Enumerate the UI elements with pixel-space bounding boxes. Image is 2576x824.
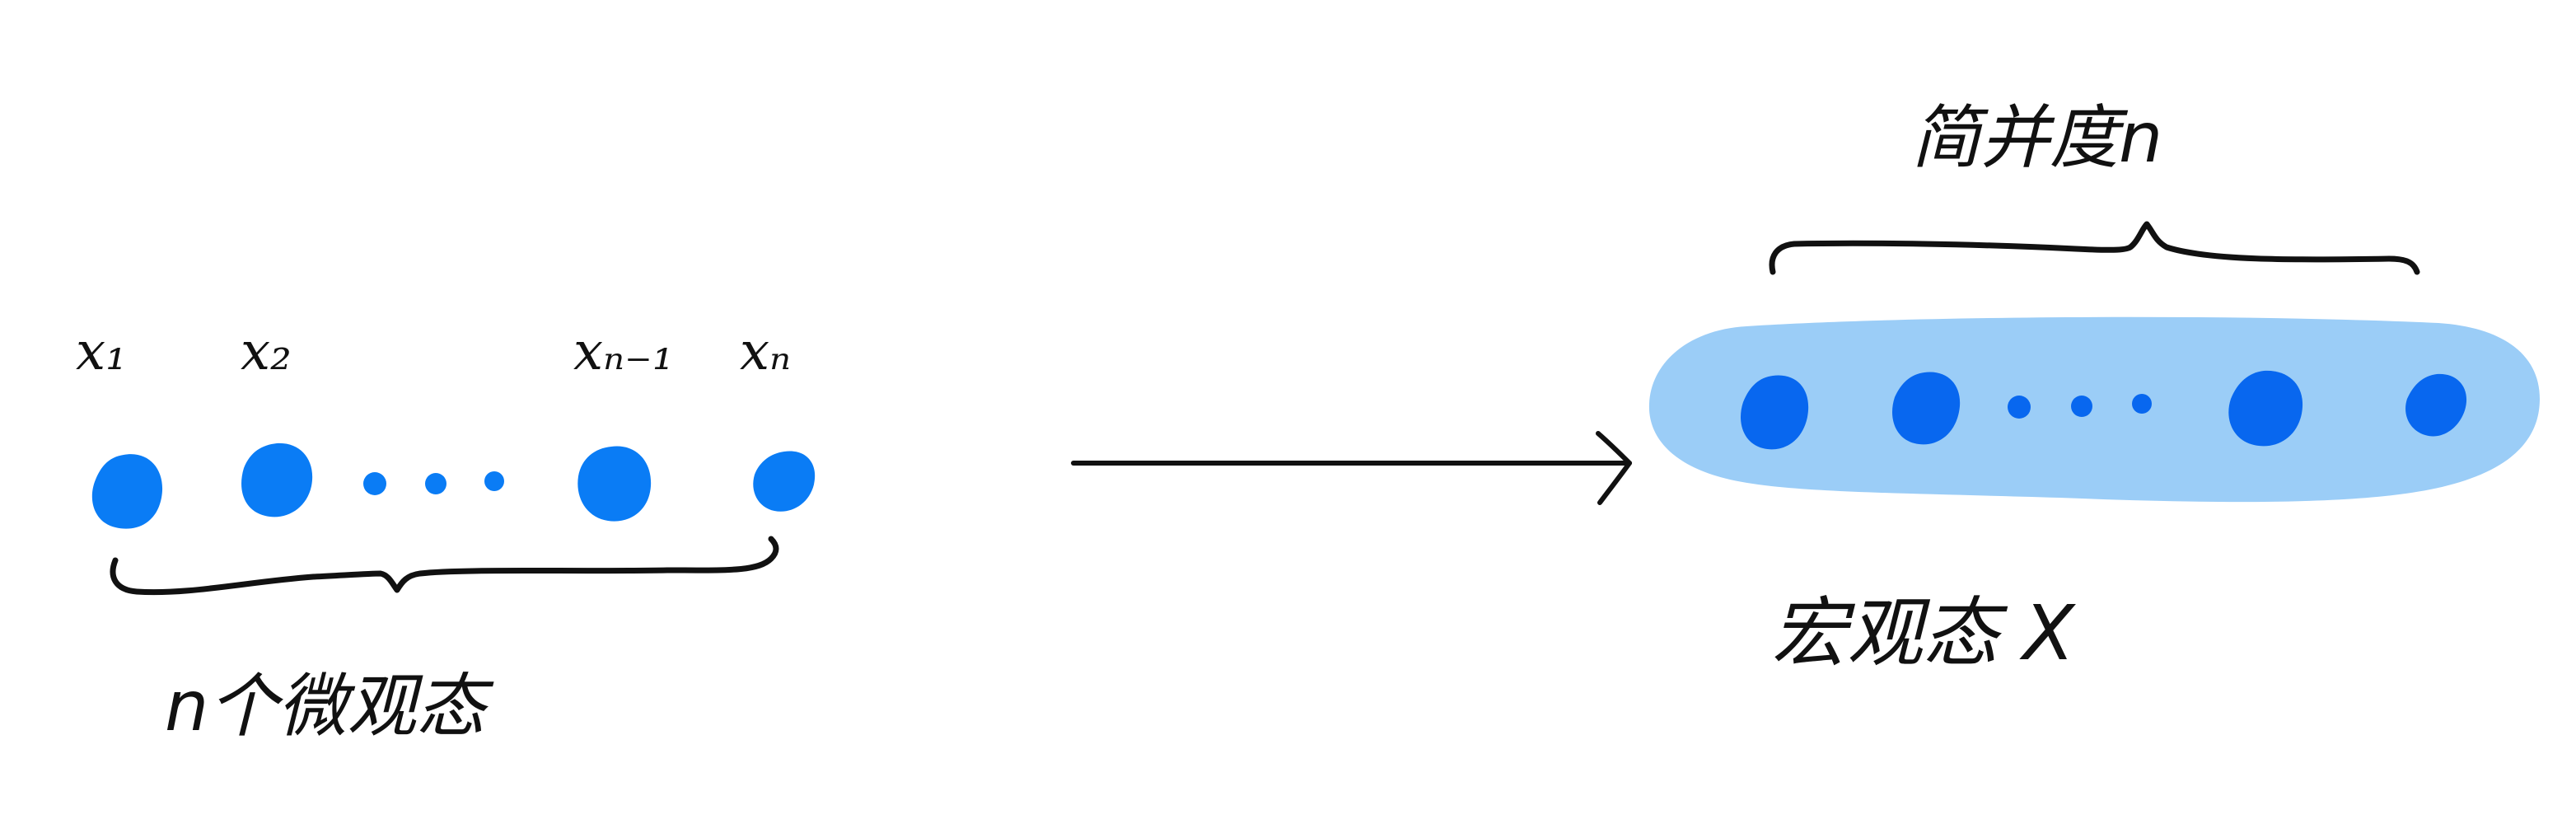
micro-ellipsis-dot-3: [484, 471, 504, 491]
micro-dot-n-minus-1: [577, 446, 652, 522]
micro-ellipsis-dot-1: [363, 472, 386, 495]
arrow-head: [1596, 431, 1632, 505]
micro-dot-1: [91, 454, 163, 529]
macro-dot-2: [1892, 372, 1961, 445]
label-x1: x₁: [76, 321, 127, 382]
macro-state-group: 简并度n 宏观态 X: [1648, 97, 2540, 677]
label-x2: x₂: [241, 321, 292, 382]
label-xn-minus-1: xₙ₋₁: [573, 321, 673, 382]
mapping-arrow: [1071, 431, 1632, 505]
macro-ellipsis-dot-2: [2071, 396, 2092, 417]
micro-caption: n个微观态: [165, 666, 494, 747]
macro-dot-n: [2405, 373, 2467, 437]
micro-states-group: x₁ x₂ xₙ₋₁ xₙ n个微观态: [76, 321, 816, 747]
micro-ellipsis-dot-2: [425, 473, 446, 494]
degeneracy-label: 简并度n: [1911, 97, 2162, 178]
micro-dot-n: [753, 451, 816, 512]
macro-ellipsis-dot-3: [2132, 394, 2152, 414]
macro-dot-n-minus-1: [2228, 370, 2303, 447]
macro-blob: [1648, 316, 2540, 503]
micro-dot-2: [241, 442, 313, 517]
macro-dot-1: [1741, 375, 1809, 450]
macro-caption: 宏观态 X: [1771, 589, 2076, 677]
micro-underbrace: [110, 536, 779, 596]
macro-overbrace: [1769, 221, 2420, 275]
label-xn: xₙ: [740, 321, 791, 382]
macro-ellipsis-dot-1: [2008, 396, 2031, 419]
